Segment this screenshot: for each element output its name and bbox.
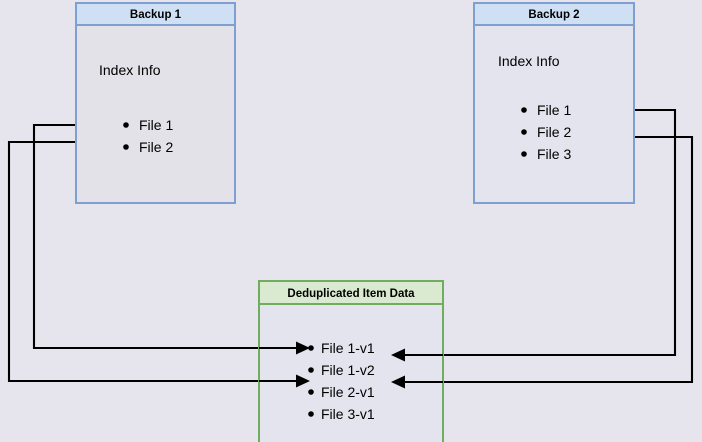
backup2-item-file-2[interactable]: File 2: [537, 124, 571, 140]
connector-backup1-file2-to-dedup-file2v1: [7, 140, 296, 383]
arrowhead-overlay-file1v2: [391, 348, 405, 362]
backup2-item-bullet: [521, 151, 527, 157]
backup2-item-bullet: [521, 129, 527, 135]
backup1-body: [75, 24, 236, 204]
backup2-header-band: [473, 2, 635, 26]
dedup-header-band: [258, 280, 444, 305]
backup1-header-title: Backup 1: [130, 9, 182, 21]
backup2-item-file-1[interactable]: File 1: [537, 102, 571, 118]
arrowhead-overlay-file1v1: [296, 341, 310, 355]
backup1-item-file-1[interactable]: File 1: [139, 117, 173, 133]
node-backup1[interactable]: Backup 1 Index Info File 1 File 2: [75, 2, 236, 204]
node-deduplicated-item-data[interactable]: Deduplicated Item Data File 1-v1 File 1-…: [258, 280, 444, 442]
dedup-item-file-2-v1[interactable]: File 2-v1: [321, 384, 375, 400]
node-backup2[interactable]: Backup 2 Index Info File 1 File 2 File 3: [473, 2, 635, 204]
dedup-item-file-1-v2[interactable]: File 1-v2: [321, 362, 375, 378]
backup2-item-file-3[interactable]: File 3: [537, 146, 571, 162]
connector-backup2-file1-to-dedup-file1v2: [405, 108, 677, 357]
backup1-item-file-2[interactable]: File 2: [139, 139, 173, 155]
backup1-header-band: [75, 2, 236, 26]
dedup-item-bullet: [308, 389, 314, 395]
backup1-item-bullet: [123, 144, 129, 150]
dedup-item-bullet: [308, 345, 314, 351]
arrowhead-overlay-file2v1-r: [391, 375, 405, 389]
backup2-body: [473, 24, 635, 204]
backup2-item-bullet: [521, 107, 527, 113]
backup1-item-bullet: [123, 122, 129, 128]
dedup-item-file-1-v1[interactable]: File 1-v1: [321, 340, 375, 356]
dedup-header-title: Deduplicated Item Data: [287, 288, 415, 300]
backup2-section-label: Index Info: [498, 53, 560, 69]
connector-backup2-file2-to-dedup-file2v1: [405, 135, 694, 384]
dedup-body: [258, 303, 444, 442]
arrowhead-overlay-file2v1: [296, 374, 310, 388]
dedup-item-bullet: [308, 367, 314, 373]
dedup-item-file-3-v1[interactable]: File 3-v1: [321, 406, 375, 422]
backup2-header-title: Backup 2: [528, 9, 579, 21]
connector-overlay-group: [259, 341, 443, 389]
backup1-section-label: Index Info: [99, 62, 161, 78]
dedup-item-bullet: [308, 411, 314, 417]
